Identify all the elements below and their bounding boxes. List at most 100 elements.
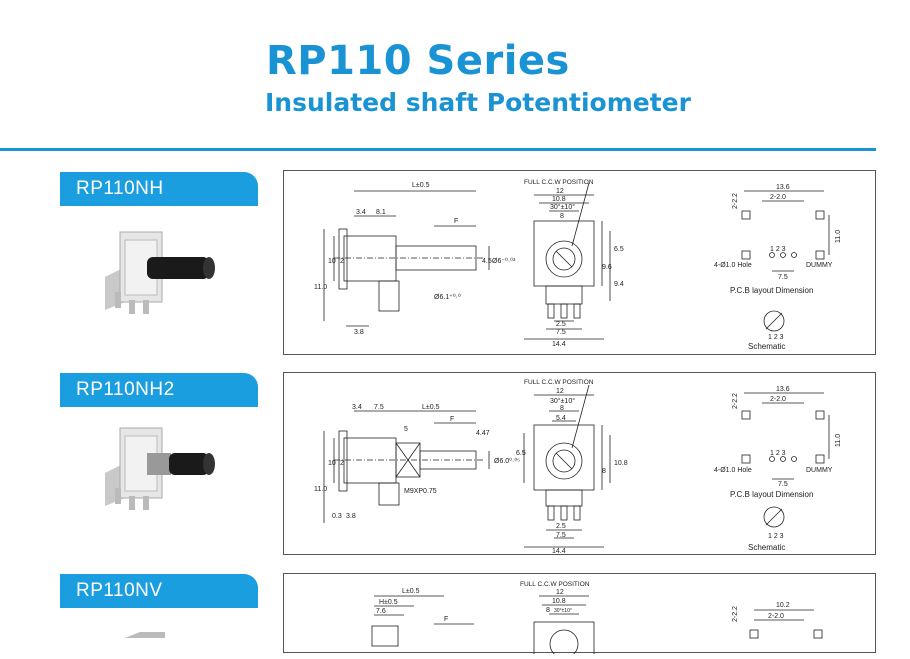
dim-bottom: 3.8 [354, 329, 364, 336]
dim-w12: 12 [556, 388, 564, 395]
pcb-title: P.C.B layout Dimension [730, 286, 813, 295]
dim-b75: 7.5 [556, 329, 566, 336]
dim-F: F [454, 218, 458, 225]
product-photo-rp110nh [105, 231, 215, 314]
dim-h3: 2 [340, 460, 344, 467]
pcb-side: 2-2.2 [732, 393, 739, 409]
pcb-pitch: 2-2.0 [770, 396, 786, 403]
pcb-layout [741, 392, 830, 528]
pcb-dummy: DUMMY [806, 262, 833, 269]
pcb-right: 11.0 [835, 230, 842, 243]
front-view [523, 384, 611, 548]
dim-w8: 8 [546, 607, 550, 614]
pcb-top: 13.6 [776, 184, 790, 191]
dim-b25: 2.5 [556, 523, 566, 530]
pcb-top: 13.6 [776, 386, 790, 393]
dim-w108: 10.8 [552, 196, 566, 203]
pcb-pins: 1 2 3 [770, 246, 786, 253]
dim-h65: 6.5 [614, 246, 624, 253]
dim-w54: 5.4 [556, 415, 566, 422]
schematic-label: Schematic [748, 342, 785, 351]
pcb-pitch: 2-2.0 [770, 194, 786, 201]
dim-L: L±0.5 [412, 182, 430, 189]
pcb-side: 2-2.2 [732, 193, 739, 209]
pcb-dummy: DUMMY [806, 467, 833, 474]
pcb-hole: 4-Ø1.0 Hole [714, 467, 752, 474]
dim-F: F [444, 616, 448, 623]
pcb-hole: 4-Ø1.0 Hole [714, 262, 752, 269]
dim-F: F [450, 416, 454, 423]
header-rule [0, 148, 876, 151]
dim-shaft: Ø6.0⁰·⁰⁵ [494, 457, 520, 465]
dim-w12: 12 [556, 589, 564, 596]
pcb-b75: 7.5 [778, 274, 788, 281]
dim-angle: 30°±10° [550, 397, 575, 405]
pcb-layout [749, 609, 823, 639]
drawing-panel-rp110nh2: L±0.5 3.4 7.5 F 5 10 11.0 2 M9XP0.75 Ø6.… [283, 372, 876, 555]
section-tab-rp110nh2: RP110NH2 [60, 373, 258, 407]
dim-shaft2: Ø6.1⁺⁰·⁰ [434, 293, 461, 301]
dim-H: H±0.5 [379, 599, 398, 606]
dim-shaft: Ø6⁻⁰·⁰³ [492, 257, 516, 265]
schematic-pins: 1 2 3 [768, 533, 784, 540]
dim-h2: 11.0 [314, 486, 327, 493]
dim-d1: 3.4 [352, 404, 362, 411]
dim-h1: 10 [328, 460, 336, 467]
dim-angle: 30°±10° [550, 203, 575, 211]
pcb-layout [741, 190, 830, 332]
product-photo-rp110nh2 [105, 427, 215, 510]
dim-L: L±0.5 [402, 588, 420, 595]
pcb-pins: 1 2 3 [770, 450, 786, 457]
front-label: FULL C.C.W POSITION [524, 179, 594, 186]
dim-h8: 8 [602, 468, 606, 475]
pcb-b75: 7.5 [778, 481, 788, 488]
dim-h65: 6.5 [516, 450, 526, 457]
dim-h96: 9.6 [602, 264, 612, 271]
dim-h1: 10 [328, 258, 336, 265]
page-title: RP110 Series [266, 38, 570, 84]
dim-d2: 7.5 [374, 404, 384, 411]
drawing-panel-rp110nh: L±0.5 3.4 8.1 F 10 11.0 2 4.5 Ø6⁻⁰·⁰³ Ø6… [283, 170, 876, 355]
dim-b144: 14.4 [552, 548, 566, 555]
dim-b144: 14.4 [552, 341, 566, 348]
dim-w12: 12 [556, 188, 564, 195]
section-tab-rp110nv: RP110NV [60, 574, 258, 608]
side-view [323, 190, 490, 327]
dim-bottom1: 0.3 [332, 513, 342, 520]
pcb-right: 11.0 [835, 434, 842, 447]
technical-drawing-rp110nh2: L±0.5 3.4 7.5 F 5 10 11.0 2 M9XP0.75 Ø6.… [314, 379, 842, 555]
dim-angle: 30°±10° [554, 608, 572, 614]
front-view [524, 182, 611, 340]
technical-drawing-rp110nh: L±0.5 3.4 8.1 F 10 11.0 2 4.5 Ø6⁻⁰·⁰³ Ø6… [314, 179, 842, 351]
dim-b75: 7.5 [556, 532, 566, 539]
pcb-pitch: 2-2.0 [768, 613, 784, 620]
dim-d1: 7.6 [376, 608, 386, 615]
dim-h4: 4.5 [482, 258, 492, 265]
front-label: FULL C.C.W POSITION [524, 379, 594, 386]
dim-m: 5 [404, 426, 408, 433]
dim-L: L±0.5 [422, 404, 440, 411]
dim-d1: 3.4 [356, 209, 366, 216]
pcb-top: 10.2 [776, 602, 790, 609]
page-subtitle: Insulated shaft Potentiometer [265, 88, 691, 117]
side-view [323, 410, 490, 523]
dim-bottom2: 3.8 [346, 513, 356, 520]
dim-h108: 10.8 [614, 460, 628, 467]
dim-h3: 2 [340, 258, 344, 265]
dim-d2: 8.1 [376, 209, 386, 216]
dim-h2: 11.0 [314, 284, 327, 291]
front-label: FULL C.C.W POSITION [520, 581, 590, 588]
dim-deg: 4.47 [476, 430, 490, 437]
pcb-side: 2-2.2 [732, 606, 739, 622]
dim-w8: 8 [560, 405, 564, 412]
technical-drawing-rp110nv: L±0.5 H±0.5 7.6 F FULL C.C.W POSITION 12… [371, 581, 823, 659]
dim-thread: M9XP0.75 [404, 488, 437, 495]
pcb-title: P.C.B layout Dimension [730, 490, 813, 499]
section-tab-rp110nh: RP110NH [60, 172, 258, 206]
drawing-panel-rp110nv: L±0.5 H±0.5 7.6 F FULL C.C.W POSITION 12… [283, 573, 876, 659]
dim-w108: 10.8 [552, 598, 566, 605]
product-photo-rp110nv [125, 632, 165, 638]
dim-w8: 8 [560, 213, 564, 220]
schematic-pins: 1 2 3 [768, 334, 784, 341]
schematic-label: Schematic [748, 543, 785, 552]
